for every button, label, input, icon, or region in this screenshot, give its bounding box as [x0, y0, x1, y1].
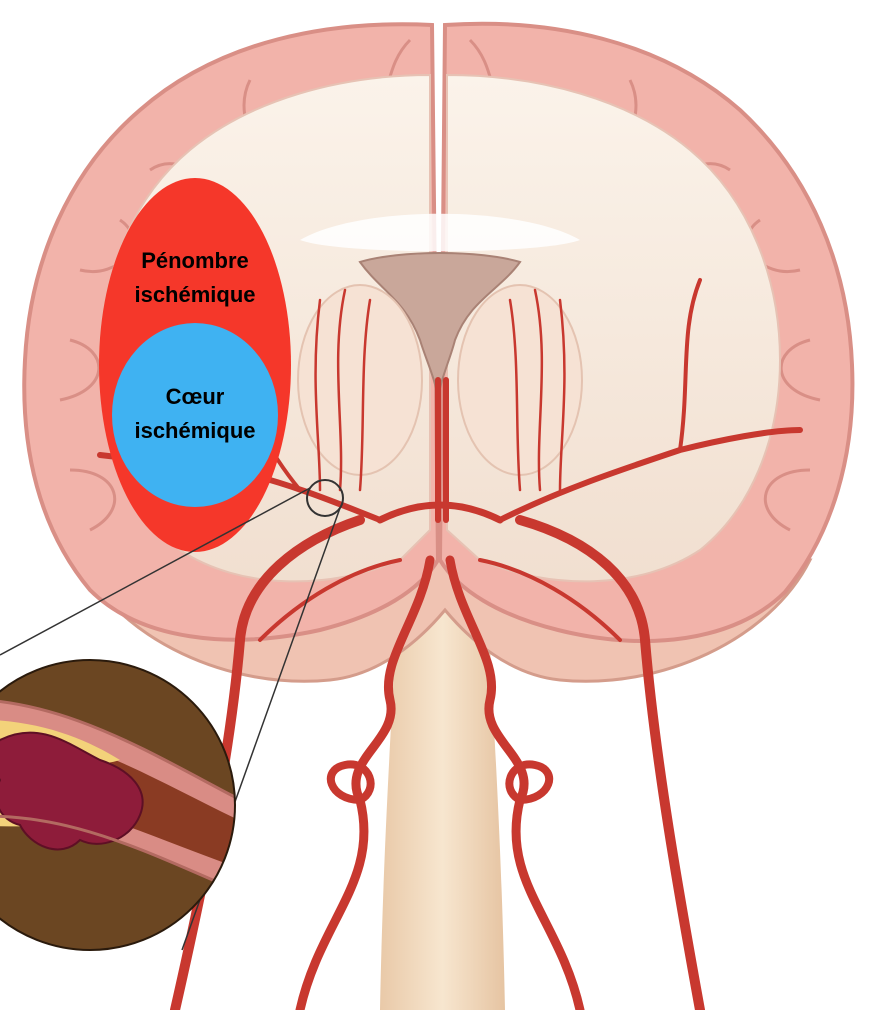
core-label-line1: Cœur — [166, 384, 225, 409]
penumbra-label-line1: Pénombre — [141, 248, 249, 273]
core-label-line2: ischémique — [134, 418, 255, 443]
penumbra-label-line2: ischémique — [134, 282, 255, 307]
ischemic-core-zone — [112, 323, 278, 507]
